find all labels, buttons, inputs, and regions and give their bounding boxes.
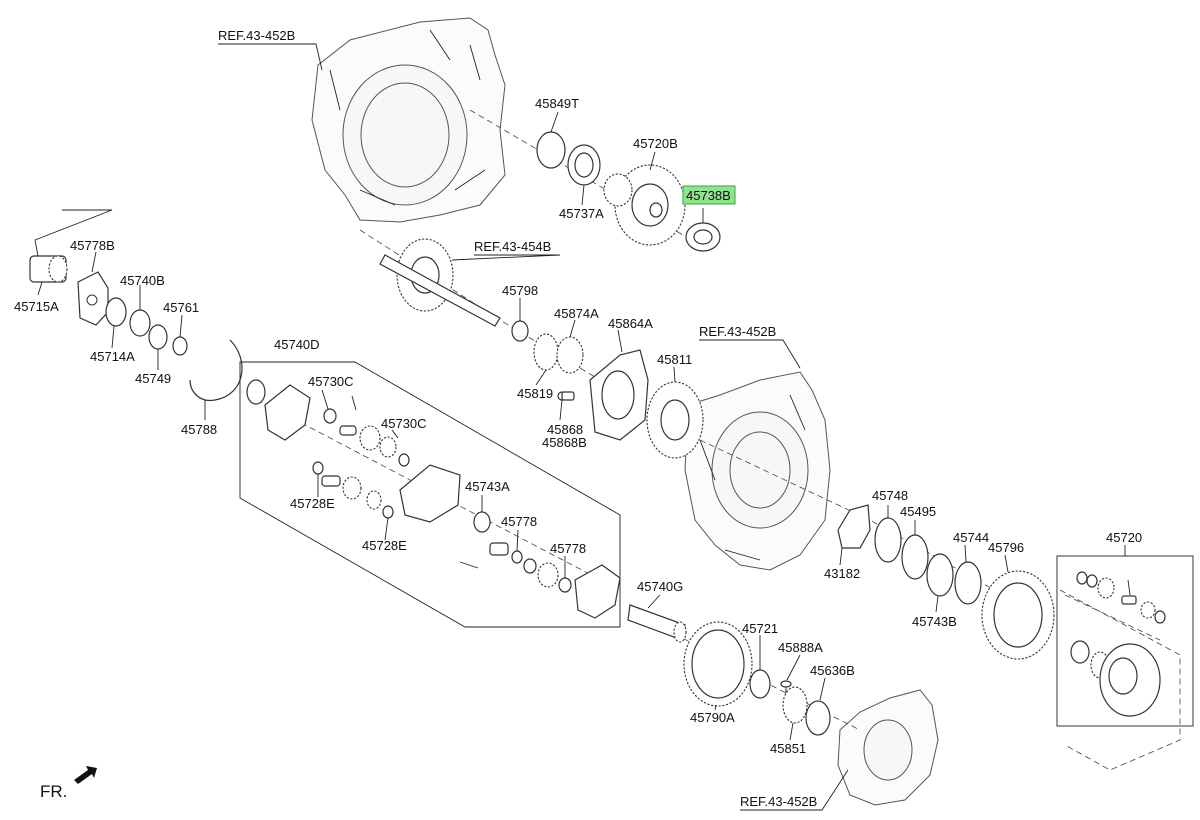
arrow-icon	[74, 766, 97, 784]
part-label-45714A[interactable]: 45714A	[90, 349, 135, 364]
part-label-45728E-a[interactable]: 45728E	[290, 496, 335, 511]
output-shaft	[379, 238, 501, 327]
ring-45743B	[926, 553, 954, 597]
transmission-case-top	[311, 17, 506, 223]
part-label-45849T[interactable]: 45849T	[535, 96, 579, 111]
plate-43182	[837, 504, 871, 549]
part-label-45778-b[interactable]: 45778	[550, 541, 586, 556]
part-label-45796[interactable]: 45796	[988, 540, 1024, 555]
ring-gear-45790A	[683, 621, 753, 707]
part-label-45749[interactable]: 45749	[135, 371, 171, 386]
ring-45849T	[536, 131, 566, 169]
part-label-45868[interactable]: 45868	[547, 422, 583, 437]
part-label-45778-a[interactable]: 45778	[501, 514, 537, 529]
ref-label-mid-right[interactable]: REF.43-452B	[699, 324, 776, 339]
gear-45720B	[603, 164, 686, 246]
part-label-45738B[interactable]: 45738B	[686, 188, 731, 203]
ring-45636B	[805, 700, 831, 736]
part-label-45495[interactable]: 45495	[900, 504, 936, 519]
input-gear-45715A	[29, 255, 68, 283]
part-label-45744[interactable]: 45744	[953, 530, 989, 545]
snap-ring-45788	[189, 339, 243, 402]
part-label-45740B[interactable]: 45740B	[120, 273, 165, 288]
bolt-45868	[557, 391, 575, 401]
planetary-box-45740D	[239, 361, 621, 628]
part-label-45720B[interactable]: 45720B	[633, 136, 678, 151]
ring-45744	[954, 561, 982, 605]
part-label-45778B[interactable]: 45778B	[70, 238, 115, 253]
ref-label-bottom[interactable]: REF.43-452B	[740, 794, 817, 809]
washer-45798	[511, 320, 529, 342]
differential-parts	[1070, 571, 1166, 717]
part-label-45740G[interactable]: 45740G	[637, 579, 683, 594]
part-label-45728E-b[interactable]: 45728E	[362, 538, 407, 553]
part-label-45851[interactable]: 45851	[770, 741, 806, 756]
part-label-45761[interactable]: 45761	[163, 300, 199, 315]
ring-45749	[148, 324, 168, 350]
part-label-45798[interactable]: 45798	[502, 283, 538, 298]
transmission-cover-bottom	[837, 689, 939, 806]
ring-45740B	[129, 309, 151, 337]
retainer-45864A	[589, 349, 649, 441]
ref-label-top-left[interactable]: REF.43-452B	[218, 28, 295, 43]
shaft-45740G	[627, 604, 687, 643]
part-label-45743B[interactable]: 45743B	[912, 614, 957, 629]
ring-45819	[533, 333, 559, 371]
plate-45778B	[77, 271, 109, 326]
part-label-45737A[interactable]: 45737A	[559, 206, 604, 221]
ref-label-shaft[interactable]: REF.43-454B	[474, 239, 551, 254]
part-label-43182[interactable]: 43182	[824, 566, 860, 581]
part-label-45864A[interactable]: 45864A	[608, 316, 653, 331]
part-label-45819[interactable]: 45819	[517, 386, 553, 401]
gear-45811	[646, 381, 704, 459]
drum-45796	[981, 570, 1055, 660]
part-label-45874A[interactable]: 45874A	[554, 306, 599, 321]
part-label-45811[interactable]: 45811	[657, 352, 692, 367]
ring-45721	[749, 669, 771, 699]
part-label-45720[interactable]: 45720	[1106, 530, 1142, 545]
ring-45748	[874, 517, 902, 563]
part-label-45788[interactable]: 45788	[181, 422, 217, 437]
part-label-45888A[interactable]: 45888A	[778, 640, 823, 655]
transmission-case-middle	[684, 371, 831, 571]
part-label-45743A[interactable]: 45743A	[465, 479, 510, 494]
bearing-45737A	[567, 144, 601, 186]
part-label-45715A[interactable]: 45715A	[14, 299, 59, 314]
part-label-45740D[interactable]: 45740D	[274, 337, 320, 352]
direction-label: FR.	[40, 782, 67, 801]
part-label-45868B[interactable]: 45868B	[542, 435, 587, 450]
part-label-45790A[interactable]: 45790A	[690, 710, 735, 725]
part-label-45636B[interactable]: 45636B	[810, 663, 855, 678]
pin-45888A	[780, 680, 792, 700]
washer-45761	[172, 336, 188, 356]
washer-45714A	[105, 297, 127, 327]
ring-45495	[901, 534, 929, 580]
part-label-45730C-b[interactable]: 45730C	[381, 416, 427, 431]
part-label-45748[interactable]: 45748	[872, 488, 908, 503]
part-label-45730C-a[interactable]: 45730C	[308, 374, 354, 389]
highlight-box	[682, 185, 736, 205]
bearing-45851	[782, 686, 808, 724]
part-label-45721[interactable]: 45721	[742, 621, 778, 636]
bearing-45738B	[685, 222, 721, 252]
ring-45874A	[556, 336, 584, 374]
planetary-carrier-parts	[246, 379, 621, 619]
